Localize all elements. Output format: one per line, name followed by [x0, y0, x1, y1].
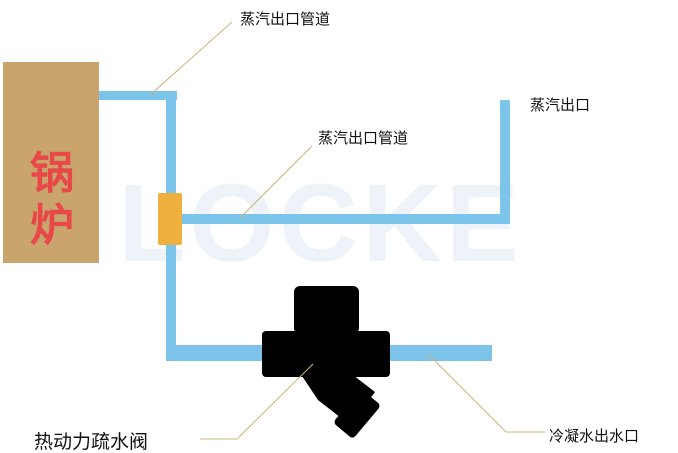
label-condensate-outlet: 冷凝水出水口 — [549, 427, 640, 445]
leader-line-outlet — [427, 353, 545, 433]
leader-line-mid — [239, 145, 313, 219]
trap-strainer-cap — [334, 390, 380, 438]
thermodynamic-trap — [262, 286, 390, 438]
pipe-fitting — [158, 193, 182, 245]
boiler — [3, 62, 99, 263]
label-trap: 热动力疏水阀 — [34, 431, 149, 453]
trap-bonnet — [294, 286, 359, 334]
label-steam-outlet: 蒸汽出口 — [530, 96, 591, 114]
pipe-vertical-right — [500, 100, 510, 224]
pipe-top — [99, 91, 177, 100]
label-steam-pipe-top: 蒸汽出口管道 — [240, 10, 331, 28]
leader-line-trap — [200, 363, 314, 440]
trap-body — [262, 331, 390, 377]
label-steam-pipe-mid: 蒸汽出口管道 — [318, 129, 409, 147]
leader-line-top — [149, 21, 233, 96]
boiler-label: 锅炉 — [30, 148, 74, 251]
leader-lines — [149, 21, 545, 440]
pipe-middle — [176, 214, 510, 224]
